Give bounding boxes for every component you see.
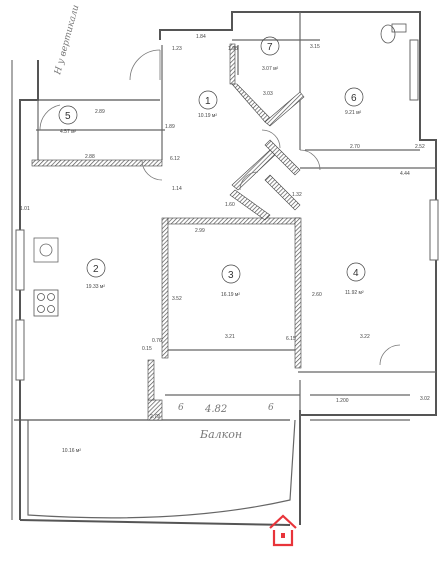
svg-text:6.12: 6.12 — [170, 156, 180, 162]
svg-text:3.21: 3.21 — [225, 334, 235, 340]
svg-text:0.76: 0.76 — [152, 338, 162, 344]
room-area-7: 3.07 м² — [262, 66, 279, 72]
room-area-5: 4.57 м² — [60, 129, 77, 135]
house-logo-icon — [269, 514, 297, 547]
balcony-area: 10.16 м² — [62, 448, 81, 454]
svg-text:1.89: 1.89 — [165, 124, 175, 130]
room-markers — [58, 36, 366, 284]
svg-text:2.60: 2.60 — [312, 292, 322, 298]
dimension-labels: 1.84 1.23 1.98 3.15 2.89 2.70 2.52 4.44 … — [20, 34, 430, 420]
room-area-3: 16.19 м² — [221, 292, 240, 298]
svg-text:1.32: 1.32 — [292, 192, 302, 198]
sink-icon — [33, 237, 59, 263]
load-bearing-walls — [31, 43, 305, 421]
svg-text:1.84: 1.84 — [196, 34, 206, 40]
room-area-6: 9.21 м² — [345, 110, 362, 116]
handwritten-axis-label: 4.82 — [204, 404, 227, 415]
svg-text:6.15: 6.15 — [286, 336, 296, 342]
room-number-2: 2 — [93, 264, 99, 275]
svg-text:1.14: 1.14 — [172, 186, 182, 192]
svg-text:0.15: 0.15 — [142, 346, 152, 352]
toilet-icon — [380, 23, 407, 44]
room-number-1: 1 — [205, 96, 211, 107]
svg-text:3.52: 3.52 — [172, 296, 182, 302]
svg-text:2.52: 2.52 — [415, 144, 425, 150]
svg-text:2.99: 2.99 — [195, 228, 205, 234]
outer-walls — [11, 11, 437, 526]
svg-text:1.200: 1.200 — [336, 398, 349, 404]
room-number-4: 4 — [353, 268, 359, 279]
svg-text:1.01: 1.01 — [20, 206, 30, 212]
svg-text:3.03: 3.03 — [263, 91, 273, 97]
svg-text:2.79: 2.79 — [150, 414, 160, 420]
svg-text:2.70: 2.70 — [350, 144, 360, 150]
svg-text:3.02: 3.02 — [420, 396, 430, 402]
handwritten-axis-right: 6 — [268, 403, 274, 413]
svg-text:1.98: 1.98 — [228, 46, 238, 52]
room-area-4: 11.92 м² — [345, 290, 364, 296]
room-number-3: 3 — [228, 270, 234, 281]
handwritten-note-top: Н у вертикали — [53, 4, 82, 77]
svg-text:3.22: 3.22 — [360, 334, 370, 340]
room-area-1: 10.19 м² — [198, 113, 217, 119]
doors — [39, 49, 401, 366]
room-area-2: 19.33 м² — [86, 284, 105, 290]
balcony-arc — [27, 419, 296, 519]
stove-icon — [33, 289, 59, 317]
svg-text:2.89: 2.89 — [95, 109, 105, 115]
handwritten-balcony-caption: Балкон — [199, 428, 242, 441]
interior-walls — [36, 12, 436, 440]
room-number-5: 5 — [65, 111, 71, 122]
svg-text:2.88: 2.88 — [85, 154, 95, 160]
handwritten-axis-left: 6 — [178, 403, 184, 413]
svg-text:3.15: 3.15 — [310, 44, 320, 50]
room-number-7: 7 — [267, 42, 273, 53]
svg-text:4.44: 4.44 — [400, 171, 410, 177]
room-number-6: 6 — [351, 93, 357, 104]
windows — [15, 39, 439, 381]
svg-text:1.23: 1.23 — [172, 46, 182, 52]
svg-text:1.60: 1.60 — [225, 202, 235, 208]
